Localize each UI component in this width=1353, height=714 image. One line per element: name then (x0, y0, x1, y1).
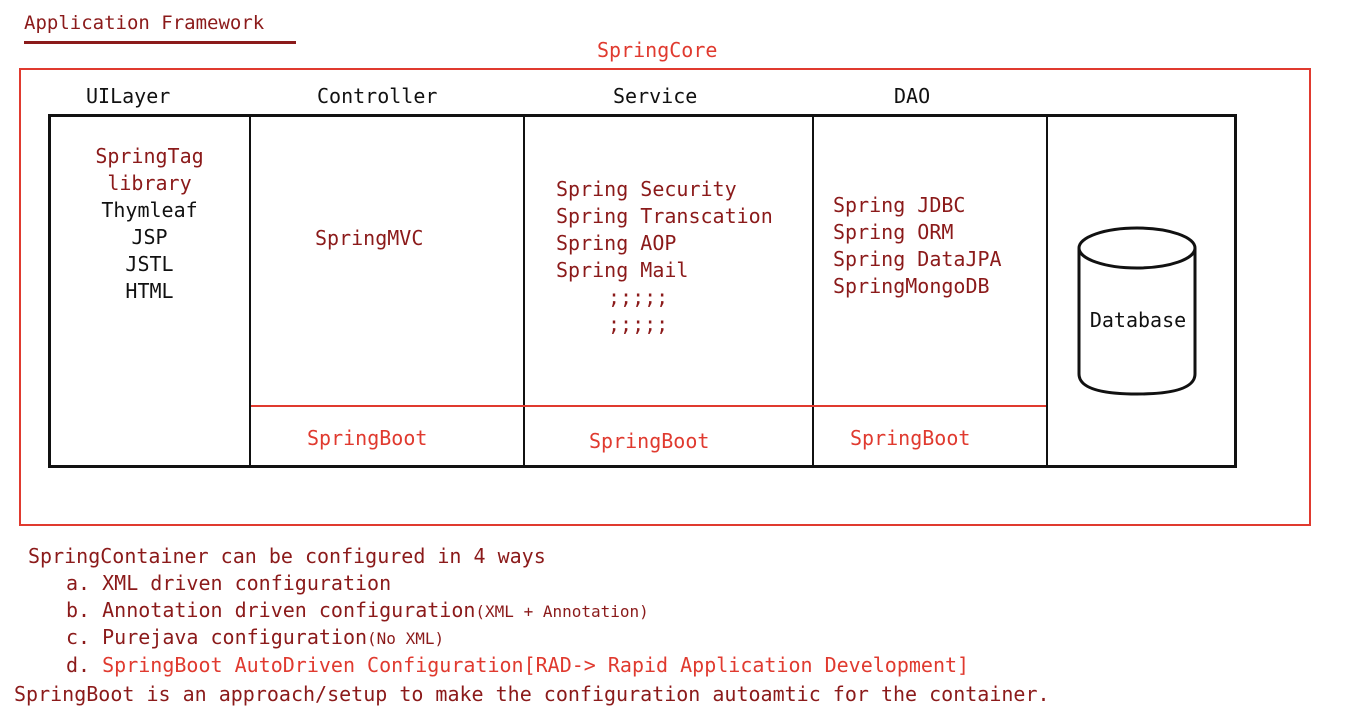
dao-springboot: SpringBoot (850, 426, 971, 450)
spring-core-frame (19, 68, 1311, 526)
database-label: Database (1089, 308, 1187, 332)
notes-item-c-text: c. Purejava configuration (66, 625, 368, 649)
controller-springboot: SpringBoot (307, 426, 428, 450)
ui-item-library: library (107, 171, 192, 195)
database-cylinder-icon (1077, 226, 1197, 396)
service-item-mail: Spring Mail (556, 258, 689, 282)
service-item-transaction: Spring Transcation (556, 204, 773, 228)
service-item-ellipsis-1: ;;;;; (608, 285, 669, 309)
notes-item-b: b. Annotation driven configuration(XML +… (66, 597, 649, 625)
layer-header-controller: Controller (317, 84, 438, 108)
springboot-divider (251, 405, 1046, 407)
ui-item-springtag: SpringTag (95, 144, 204, 168)
controller-item-springmvc: SpringMVC (315, 226, 424, 250)
layer-header-ui: UILayer (86, 84, 171, 108)
notes-item-d-text: SpringBoot AutoDriven Configuration[RAD-… (102, 653, 970, 677)
layer-header-dao: DAO (894, 84, 931, 108)
service-item-ellipsis-2: ;;;;; (608, 312, 669, 336)
ui-layer-cell: SpringTag library Thymleaf JSP JSTL HTML (50, 143, 249, 305)
notes-heading: SpringContainer can be configured in 4 w… (28, 544, 546, 568)
notes-item-c: c. Purejava configuration(No XML) (66, 624, 444, 652)
divider-controller-service (523, 114, 525, 468)
page-title: Application Framework (24, 12, 265, 34)
notes-item-a: a. XML driven configuration (66, 571, 392, 595)
divider-service-dao (812, 114, 814, 468)
dao-item-jdbc: Spring JDBC (833, 193, 966, 217)
title-underline (24, 41, 296, 44)
notes-item-d-prefix: d. (66, 653, 91, 677)
ui-item-thymleaf: Thymleaf (101, 198, 198, 222)
notes-item-b-text: b. Annotation driven configuration (66, 598, 476, 622)
divider-ui-controller (249, 114, 251, 468)
service-item-aop: Spring AOP (556, 231, 677, 255)
notes-item-d: d. SpringBoot AutoDriven Configuration[R… (66, 652, 969, 679)
notes-item-b-note: (XML + Annotation) (475, 602, 649, 621)
ui-item-jstl: JSTL (125, 252, 174, 276)
dao-item-orm: Spring ORM (833, 220, 954, 244)
layers-grid (48, 114, 1237, 468)
spring-core-label: SpringCore (597, 38, 718, 62)
service-item-security: Spring Security (556, 177, 737, 201)
layer-header-service: Service (613, 84, 698, 108)
ui-item-html: HTML (125, 279, 174, 303)
service-layer-cell: Spring Security Spring Transcation Sprin… (556, 176, 773, 338)
dao-item-mongodb: SpringMongoDB (833, 274, 990, 298)
divider-dao-database (1046, 114, 1048, 468)
ui-item-jsp: JSP (131, 225, 168, 249)
service-springboot: SpringBoot (589, 429, 710, 453)
notes-item-c-note: (No XML) (367, 629, 445, 648)
dao-item-datajpa: Spring DataJPA (833, 247, 1002, 271)
dao-layer-cell: Spring JDBC Spring ORM Spring DataJPA Sp… (833, 192, 1002, 300)
notes-footer: SpringBoot is an approach/setup to make … (14, 682, 1050, 706)
